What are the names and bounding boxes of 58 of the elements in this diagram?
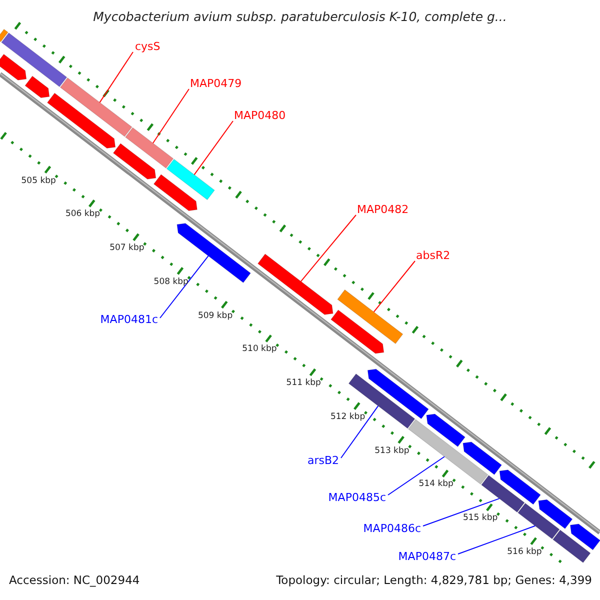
gene-feature <box>257 254 334 315</box>
leader-line <box>160 255 209 318</box>
leader-line <box>340 405 379 458</box>
scale-label: 516 kbp <box>506 547 543 558</box>
gene-feature <box>538 499 573 530</box>
scale-label: 514 kbp <box>418 479 454 490</box>
scale-label: 506 kbp <box>64 209 102 220</box>
leader-line <box>99 52 134 103</box>
gene-bar <box>518 502 560 540</box>
scale-label: 508 kbp <box>152 276 190 288</box>
gene-bar <box>60 77 132 137</box>
gene-feature <box>330 310 384 354</box>
scale-label: 515 kbp <box>462 513 499 524</box>
genome-summary: Topology: circular; Length: 4,829,781 bp; Genes: 4,399 <box>276 574 592 588</box>
gene-bar <box>1 32 68 88</box>
gene-feature <box>46 92 116 148</box>
gene-bar <box>348 373 416 429</box>
gene-label: absR2 <box>416 249 450 262</box>
gene-label: cysS <box>135 40 160 54</box>
leader-line <box>373 260 416 312</box>
gene-bar <box>337 289 404 344</box>
gene-feature <box>0 54 27 80</box>
gene-feature <box>153 174 198 212</box>
gene-feature <box>570 524 600 550</box>
gene-bar <box>552 530 591 564</box>
scale-label: 507 kbp <box>108 243 146 254</box>
scale-label: 511 kbp <box>285 378 322 388</box>
scale-label: 505 kbp <box>20 176 57 186</box>
gene-bar <box>166 158 215 200</box>
gene-feature <box>426 414 466 448</box>
gene-bar <box>0 28 8 42</box>
accession-note: Accession: NC_002944 <box>9 574 140 588</box>
leader-line <box>300 214 356 282</box>
scale-label: 510 kbp <box>241 344 278 355</box>
map-title: Mycobacterium avium subsp. paratuberculosis K-10, complete g... <box>92 9 508 24</box>
scale-label: 509 kbp <box>196 310 234 321</box>
gene-bar <box>481 474 525 513</box>
leader-line <box>422 498 500 526</box>
gene-label: MAP0479 <box>190 77 242 90</box>
gene-label: MAP0485c <box>328 491 386 504</box>
leader-line <box>388 456 445 496</box>
leader-line <box>458 525 536 554</box>
gene-label: MAP0481c <box>100 313 158 326</box>
gene-label: arsB2 <box>307 454 339 468</box>
gene-label: MAP0480 <box>234 109 286 122</box>
leader-line <box>194 120 234 176</box>
gene-feature <box>499 470 541 505</box>
gene-label: MAP0482 <box>357 203 409 216</box>
gene-bar <box>125 127 174 169</box>
gene-feature <box>24 76 50 98</box>
gene-feature <box>462 442 502 476</box>
gene-label: MAP0486c <box>363 522 421 536</box>
leader-line <box>152 88 190 144</box>
scale-label: 513 kbp <box>374 446 410 456</box>
gene-feature <box>367 368 429 420</box>
gene-feature <box>112 143 156 180</box>
scale-label: 512 kbp <box>329 412 366 422</box>
gene-label: MAP0487c <box>398 550 456 564</box>
